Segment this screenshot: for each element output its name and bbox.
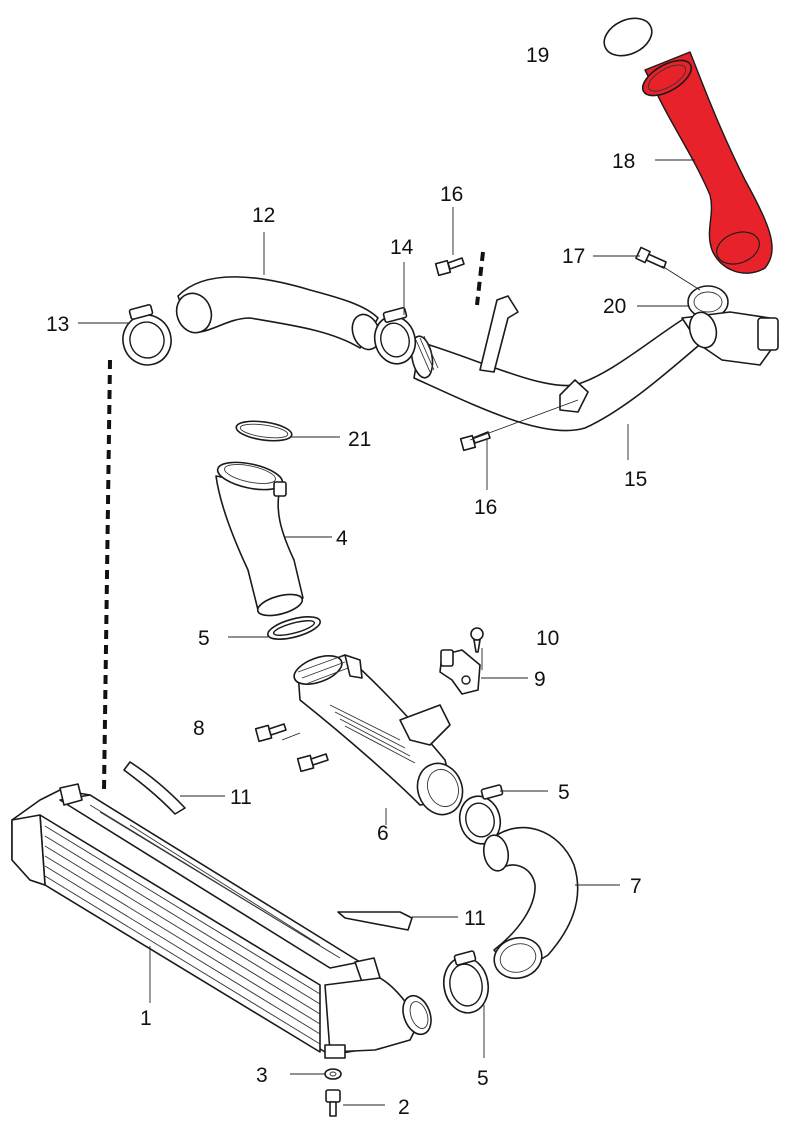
callout-7: 7 [630, 875, 642, 898]
callout-labels: 1 2 3 4 5 5 5 6 7 8 9 10 11 11 12 13 14 … [46, 44, 647, 1119]
bolt-16-lower [459, 431, 491, 452]
callout-2: 2 [398, 1096, 410, 1119]
leader-lines [78, 159, 701, 1106]
clamp-14 [373, 306, 417, 365]
callout-14: 14 [390, 236, 414, 259]
strip-11-upper [123, 761, 186, 815]
pipe-15 [410, 311, 779, 432]
hose-4 [215, 461, 304, 617]
callout-5-middle: 5 [558, 781, 570, 804]
hose-12 [175, 276, 381, 351]
callout-17: 17 [562, 245, 585, 268]
callout-21: 21 [348, 428, 371, 451]
bolt-8-upper [254, 723, 287, 743]
callout-1: 1 [140, 1007, 152, 1030]
callout-4: 4 [336, 527, 348, 550]
sensor-9 [439, 649, 481, 695]
pipe-bracket [479, 295, 519, 373]
callout-11-upper: 11 [230, 786, 252, 809]
callout-9: 9 [534, 668, 546, 691]
callout-10: 10 [536, 627, 559, 650]
callout-19: 19 [526, 44, 549, 67]
hose-7 [482, 826, 579, 980]
intercooler-1 [11, 783, 432, 1059]
clamp-5-lower [442, 950, 490, 1014]
callout-20: 20 [603, 295, 626, 318]
bolt-2 [325, 1089, 341, 1117]
callout-8: 8 [193, 717, 205, 740]
bolt-16-upper [434, 257, 465, 277]
callout-5-upper: 5 [198, 627, 210, 650]
callout-11-lower: 11 [464, 907, 486, 930]
callout-3: 3 [256, 1064, 268, 1087]
bolt-8-lower [296, 753, 329, 773]
callout-5-lower: 5 [477, 1067, 489, 1090]
strip-11-lower [337, 911, 413, 931]
callout-18: 18 [612, 150, 635, 173]
o-ring-19 [603, 17, 653, 57]
callout-16-upper: 16 [440, 183, 463, 206]
assembly-line-bracket [475, 251, 485, 306]
assembly-line-left [102, 359, 112, 791]
callout-16-lower: 16 [474, 496, 497, 519]
washer-3 [324, 1068, 342, 1080]
callout-15: 15 [624, 468, 647, 491]
intake-tube-6 [293, 654, 464, 816]
callout-13: 13 [46, 313, 69, 336]
clamp-5-middle [458, 784, 504, 845]
callout-12: 12 [252, 204, 275, 227]
screw-10 [470, 627, 484, 653]
hose-18-highlighted [641, 51, 773, 274]
bolt-17 [635, 246, 667, 269]
o-ring-21 [235, 420, 293, 442]
callout-6: 6 [377, 822, 389, 845]
clamp-13 [122, 303, 172, 366]
